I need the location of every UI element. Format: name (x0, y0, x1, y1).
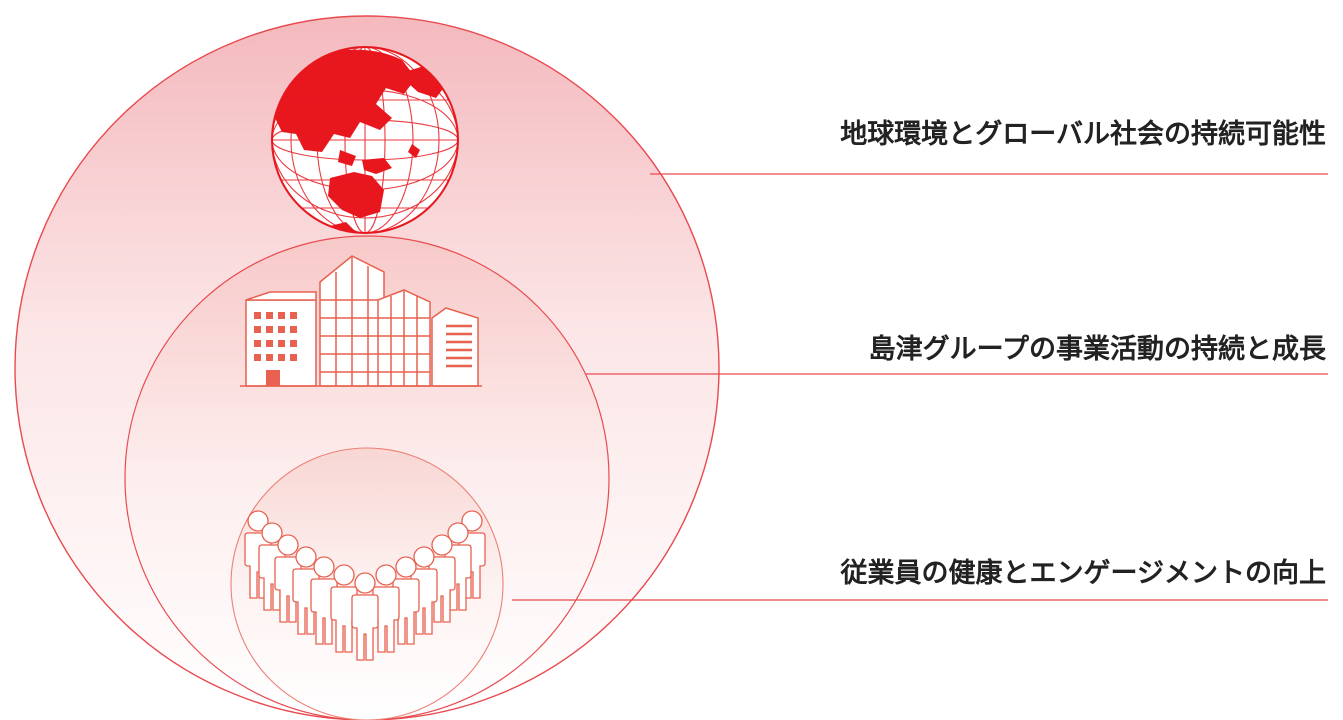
globe-icon (271, 46, 459, 234)
building-icon (240, 255, 482, 387)
label-global: 地球環境とグローバル社会の持続可能性 (840, 118, 1326, 150)
label-company: 島津グループの事業活動の持続と成長 (869, 333, 1327, 365)
label-employees: 従業員の健康とエンゲージメントの向上 (840, 557, 1326, 589)
